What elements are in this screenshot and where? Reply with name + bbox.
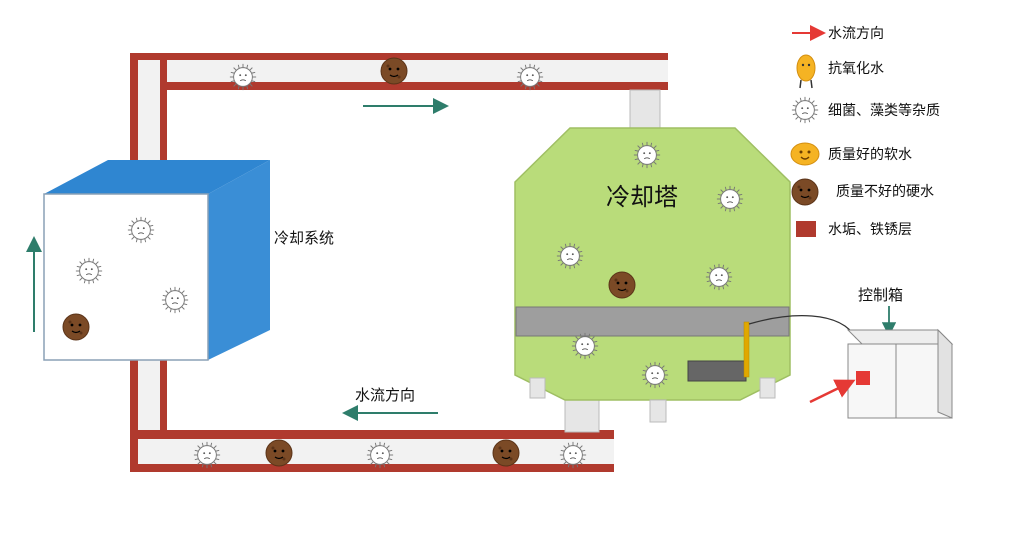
germ-icon: [716, 185, 744, 213]
legend-soft-water-icon: [790, 142, 820, 166]
flow-direction-bottom-label: 水流方向: [355, 386, 415, 404]
germ-icon: [571, 332, 599, 360]
legend-antioxidant-icon: [796, 54, 816, 89]
cooling-tower-label: 冷却塔: [606, 183, 678, 211]
germ-icon: [556, 242, 584, 270]
control-box-label: 控制箱: [858, 286, 903, 304]
germ-icon: [705, 263, 733, 291]
legend-germ-icon: [791, 96, 819, 124]
legend: 水流方向 抗氧化水 细菌、藻类等杂质 质量好的软水 质量不好的硬水 水垢、铁锈层: [790, 25, 940, 238]
germ-icon: [516, 63, 544, 91]
cooling-system-box: [43, 160, 270, 361]
hard-water-icon: [380, 57, 408, 85]
legend-item-label: 水垢、铁锈层: [828, 222, 912, 238]
germ-icon: [127, 216, 155, 244]
legend-hard-water-icon: [791, 178, 819, 206]
germ-icon: [75, 257, 103, 285]
control-box: [846, 328, 954, 419]
germ-icon: [161, 286, 189, 314]
indicator-light: [856, 371, 870, 385]
germ-icon: [559, 441, 587, 469]
pointer-arrow: [809, 379, 856, 404]
hard-water-icon: [608, 271, 636, 299]
legend-scale-rust-icon: [796, 221, 816, 237]
legend-item-label: 质量不好的硬水: [836, 184, 934, 200]
top-pipe-to-tower: [629, 89, 661, 131]
hard-water-icon: [492, 439, 520, 467]
hard-water-icon: [62, 313, 90, 341]
legend-item-label: 质量好的软水: [828, 147, 912, 163]
germ-icon: [193, 441, 221, 469]
germ-icon: [633, 141, 661, 169]
legend-item-label: 水流方向: [828, 26, 884, 42]
germ-icon: [229, 63, 257, 91]
cooling-system-label: 冷却系统: [274, 229, 334, 247]
germ-icon: [366, 441, 394, 469]
germ-icon: [641, 361, 669, 389]
hard-water-icon: [265, 439, 293, 467]
legend-item-label: 细菌、藻类等杂质: [828, 102, 940, 119]
legend-item-label: 抗氧化水: [828, 61, 884, 77]
